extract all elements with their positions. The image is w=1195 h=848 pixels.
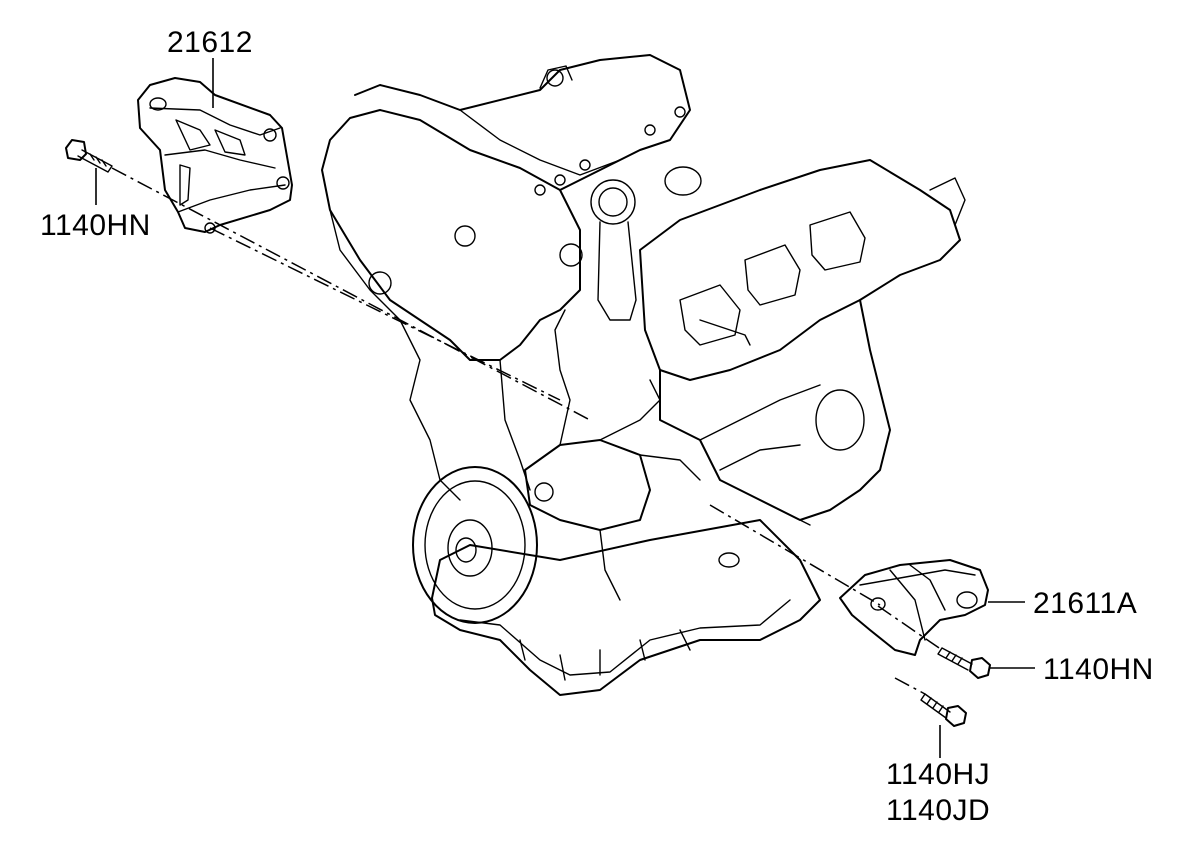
upper-mount-bracket (137, 77, 293, 234)
engine-assembly (321, 54, 966, 696)
lower-mount-bracket (839, 559, 989, 656)
upper-mount-centerline (111, 167, 591, 421)
bottom-bolt-centerline (894, 677, 926, 695)
bottom-bolt-icon (920, 693, 967, 727)
callout-21612: 21612 (167, 26, 253, 59)
callout-1140hn-right: 1140HN (1043, 653, 1154, 686)
callout-1140hj: 1140HJ (886, 758, 991, 791)
lower-mount-centerline-2 (877, 605, 943, 651)
right-bolt-icon (937, 647, 991, 679)
upper-bolt-icon (65, 139, 113, 173)
callout-1140jd: 1140JD (886, 794, 991, 827)
callout-21611a: 21611A (1033, 587, 1138, 620)
lower-mount-centerline (709, 504, 881, 606)
callout-1140hn-top: 1140HN (40, 209, 151, 242)
upper-mount-centerline-2 (209, 227, 561, 401)
